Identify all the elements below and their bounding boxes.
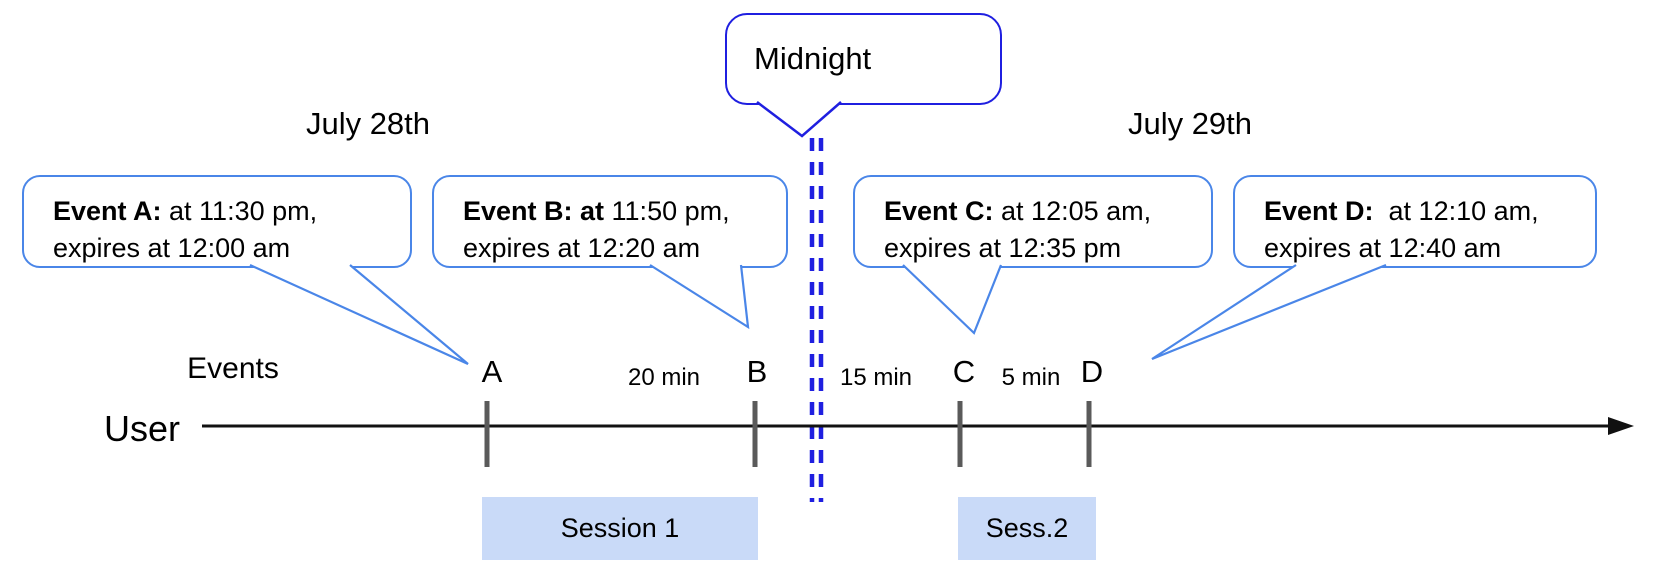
session-1-box: Session 1 xyxy=(482,497,758,560)
event-c-title: Event C: xyxy=(884,196,994,226)
session-1-label: Session 1 xyxy=(560,513,680,543)
tick-label-a: A xyxy=(481,354,503,389)
event-b-callout-tail xyxy=(649,264,750,330)
event-d-time: at 12:10 am, xyxy=(1373,196,1539,226)
timeline-arrowhead xyxy=(1608,417,1634,435)
gap-label-5-min: 5 min xyxy=(1001,364,1061,391)
date-heading-july-29: July 29th xyxy=(1127,106,1253,141)
midnight-callout: Midnight xyxy=(725,13,1002,105)
session-2-label: Sess.2 xyxy=(985,513,1069,543)
date-heading-july-28: July 28th xyxy=(305,106,431,141)
event-d-callout: Event D: at 12:10 am, expires at 12:40 a… xyxy=(1233,175,1597,268)
event-b-expiry: expires at 12:20 am xyxy=(463,233,701,263)
event-c-time: at 12:05 am, xyxy=(993,196,1152,226)
event-a-callout-tail xyxy=(249,263,469,366)
gap-label-20-min: 20 min xyxy=(627,364,701,391)
user-row-label: User xyxy=(104,408,181,449)
event-a-callout: Event A: at 11:30 pm, expires at 12:00 a… xyxy=(22,175,412,268)
tick-label-c: C xyxy=(952,354,976,389)
tick-label-b: B xyxy=(746,354,768,389)
tick-label-d: D xyxy=(1080,354,1104,389)
event-b-title: Event B: at xyxy=(463,196,605,226)
events-row-label: Events xyxy=(187,352,279,385)
event-a-title: Event A: xyxy=(53,196,162,226)
event-a-expiry: expires at 12:00 am xyxy=(53,233,291,263)
midnight-callout-tail xyxy=(756,101,842,138)
event-c-callout-tail xyxy=(902,264,1003,335)
gap-label-15-min: 15 min xyxy=(839,364,913,391)
session-2-box: Sess.2 xyxy=(958,497,1096,560)
event-d-callout-tail xyxy=(1151,263,1387,361)
event-b-callout: Event B: at 11:50 pm, expires at 12:20 a… xyxy=(432,175,788,268)
event-d-title: Event D: xyxy=(1264,196,1374,226)
event-b-time: 11:50 pm, xyxy=(604,196,730,226)
event-a-time: at 11:30 pm, xyxy=(161,196,318,226)
event-c-callout: Event C: at 12:05 am, expires at 12:35 p… xyxy=(853,175,1213,268)
event-c-expiry: expires at 12:35 pm xyxy=(884,233,1122,263)
event-d-expiry: expires at 12:40 am xyxy=(1264,233,1502,263)
midnight-label: Midnight xyxy=(754,41,872,76)
